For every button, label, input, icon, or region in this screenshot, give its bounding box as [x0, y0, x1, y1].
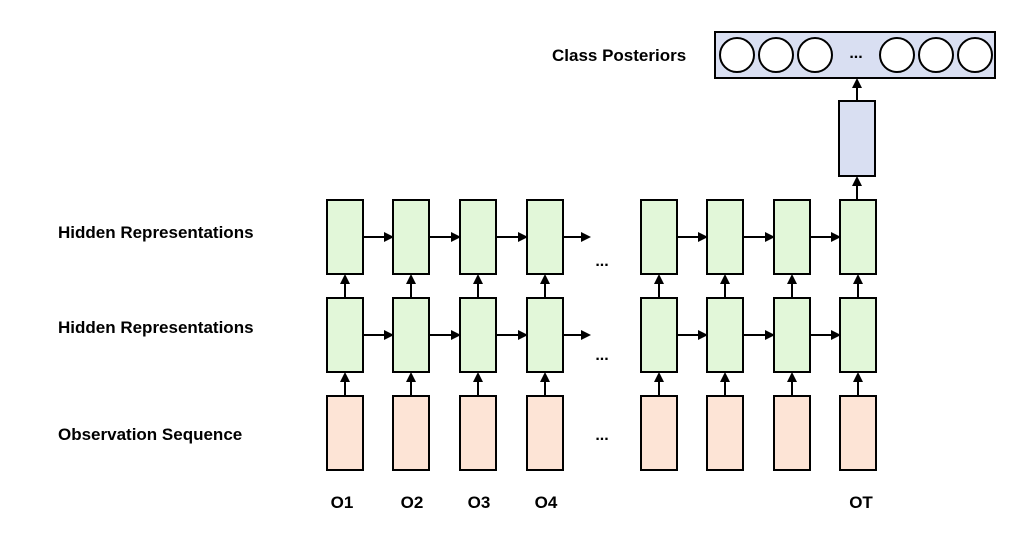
hidden-representations-lower-label: Hidden Representations: [58, 318, 254, 337]
ellipsis-observation: ...: [595, 427, 608, 444]
observation-label-3: O3: [468, 493, 491, 512]
observation-label-4: O4: [535, 493, 558, 512]
hidden-lower-cell-3: [459, 297, 497, 373]
observation-label-1: O1: [331, 493, 354, 512]
hidden-lower-cell-4: [526, 297, 564, 373]
observation-cell-6: [706, 395, 744, 471]
posterior-unit-2: [758, 37, 794, 73]
hidden-lower-cell-5: [640, 297, 678, 373]
posterior-unit-5: [918, 37, 954, 73]
hidden-lower-cell-6: [706, 297, 744, 373]
observation-cell-5: [640, 395, 678, 471]
observation-cell-1: [326, 395, 364, 471]
output-layer-cell: [838, 100, 876, 177]
posterior-unit-4: [879, 37, 915, 73]
class-posteriors-label: Class Posteriors: [552, 46, 686, 65]
hidden-lower-cell-8: [839, 297, 877, 373]
posterior-unit-3: [797, 37, 833, 73]
hidden-lower-cell-2: [392, 297, 430, 373]
observation-cell-3: [459, 395, 497, 471]
hidden-representations-upper-label: Hidden Representations: [58, 223, 254, 242]
observation-cell-7: [773, 395, 811, 471]
hidden-upper-cell-5: [640, 199, 678, 275]
posterior-ellipsis: ...: [849, 45, 862, 62]
hidden-lower-cell-7: [773, 297, 811, 373]
observation-label-t: OT: [849, 493, 873, 512]
posterior-unit-6: [957, 37, 993, 73]
hidden-upper-cell-7: [773, 199, 811, 275]
hidden-upper-cell-6: [706, 199, 744, 275]
hidden-upper-cell-3: [459, 199, 497, 275]
hidden-lower-cell-1: [326, 297, 364, 373]
observation-sequence-label: Observation Sequence: [58, 425, 242, 444]
hidden-upper-cell-1: [326, 199, 364, 275]
ellipsis-hidden-upper: ...: [595, 253, 608, 270]
ellipsis-hidden-lower: ...: [595, 347, 608, 364]
posterior-unit-1: [719, 37, 755, 73]
hidden-upper-cell-2: [392, 199, 430, 275]
observation-cell-2: [392, 395, 430, 471]
hidden-upper-cell-8: [839, 199, 877, 275]
observation-cell-4: [526, 395, 564, 471]
observation-label-2: O2: [401, 493, 424, 512]
hidden-upper-cell-4: [526, 199, 564, 275]
observation-cell-8: [839, 395, 877, 471]
